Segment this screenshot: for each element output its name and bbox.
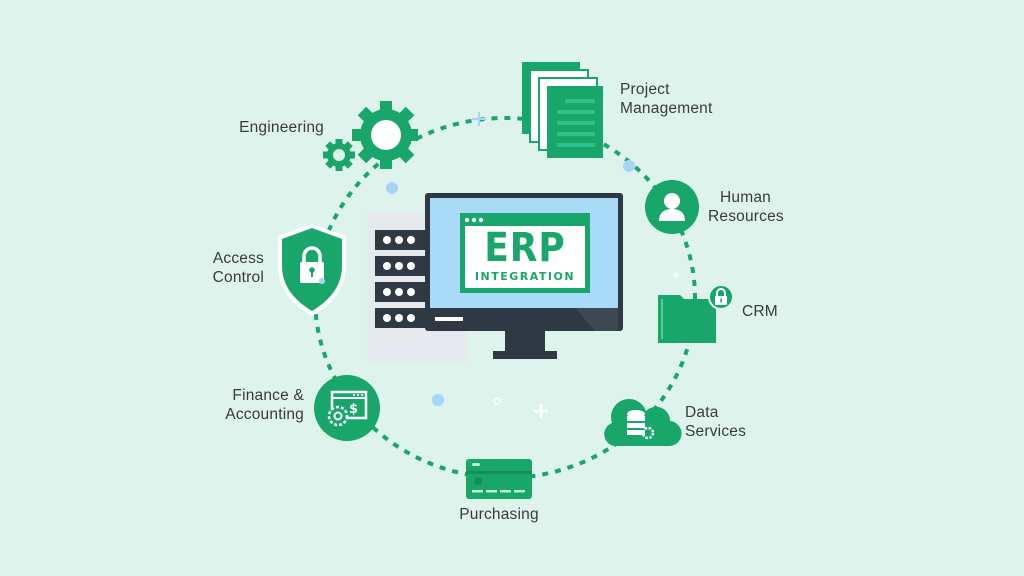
node-finance-accounting: $: [313, 374, 381, 442]
label-engineering: Engineering: [239, 119, 324, 136]
node-purchasing: [466, 459, 532, 499]
credit-card-icon: [466, 459, 532, 499]
label-data-services: Data Services: [685, 404, 747, 440]
svg-text:$: $: [349, 402, 358, 417]
erp-subtitle: INTEGRATION: [474, 270, 576, 283]
node-data-services: [602, 394, 682, 448]
label-access-control: Access Control: [212, 250, 264, 286]
finance-window-icon: $: [314, 375, 380, 441]
cloud-database-icon: [604, 398, 682, 447]
label-crm: CRM: [742, 303, 778, 320]
erp-title: ERP: [484, 225, 566, 271]
node-crm: [656, 285, 738, 343]
label-human-resources: Human Resources: [708, 189, 784, 225]
node-human-resources: [644, 179, 700, 235]
user-icon: [645, 180, 699, 234]
monitor: ERP INTEGRATION: [425, 193, 625, 363]
label-project-management: Project Management: [620, 81, 713, 117]
node-engineering: [318, 100, 418, 175]
gears-icon: [323, 101, 418, 171]
label-finance-accounting: Finance & Accounting: [225, 387, 304, 423]
documents-icon: [522, 62, 603, 158]
node-project-management: [520, 62, 610, 160]
label-purchasing: Purchasing: [459, 506, 539, 523]
node-access-control: [276, 222, 348, 318]
shield-lock-icon: [278, 224, 346, 316]
locked-folder-icon: [658, 285, 734, 343]
monitor-icon: [425, 193, 623, 359]
